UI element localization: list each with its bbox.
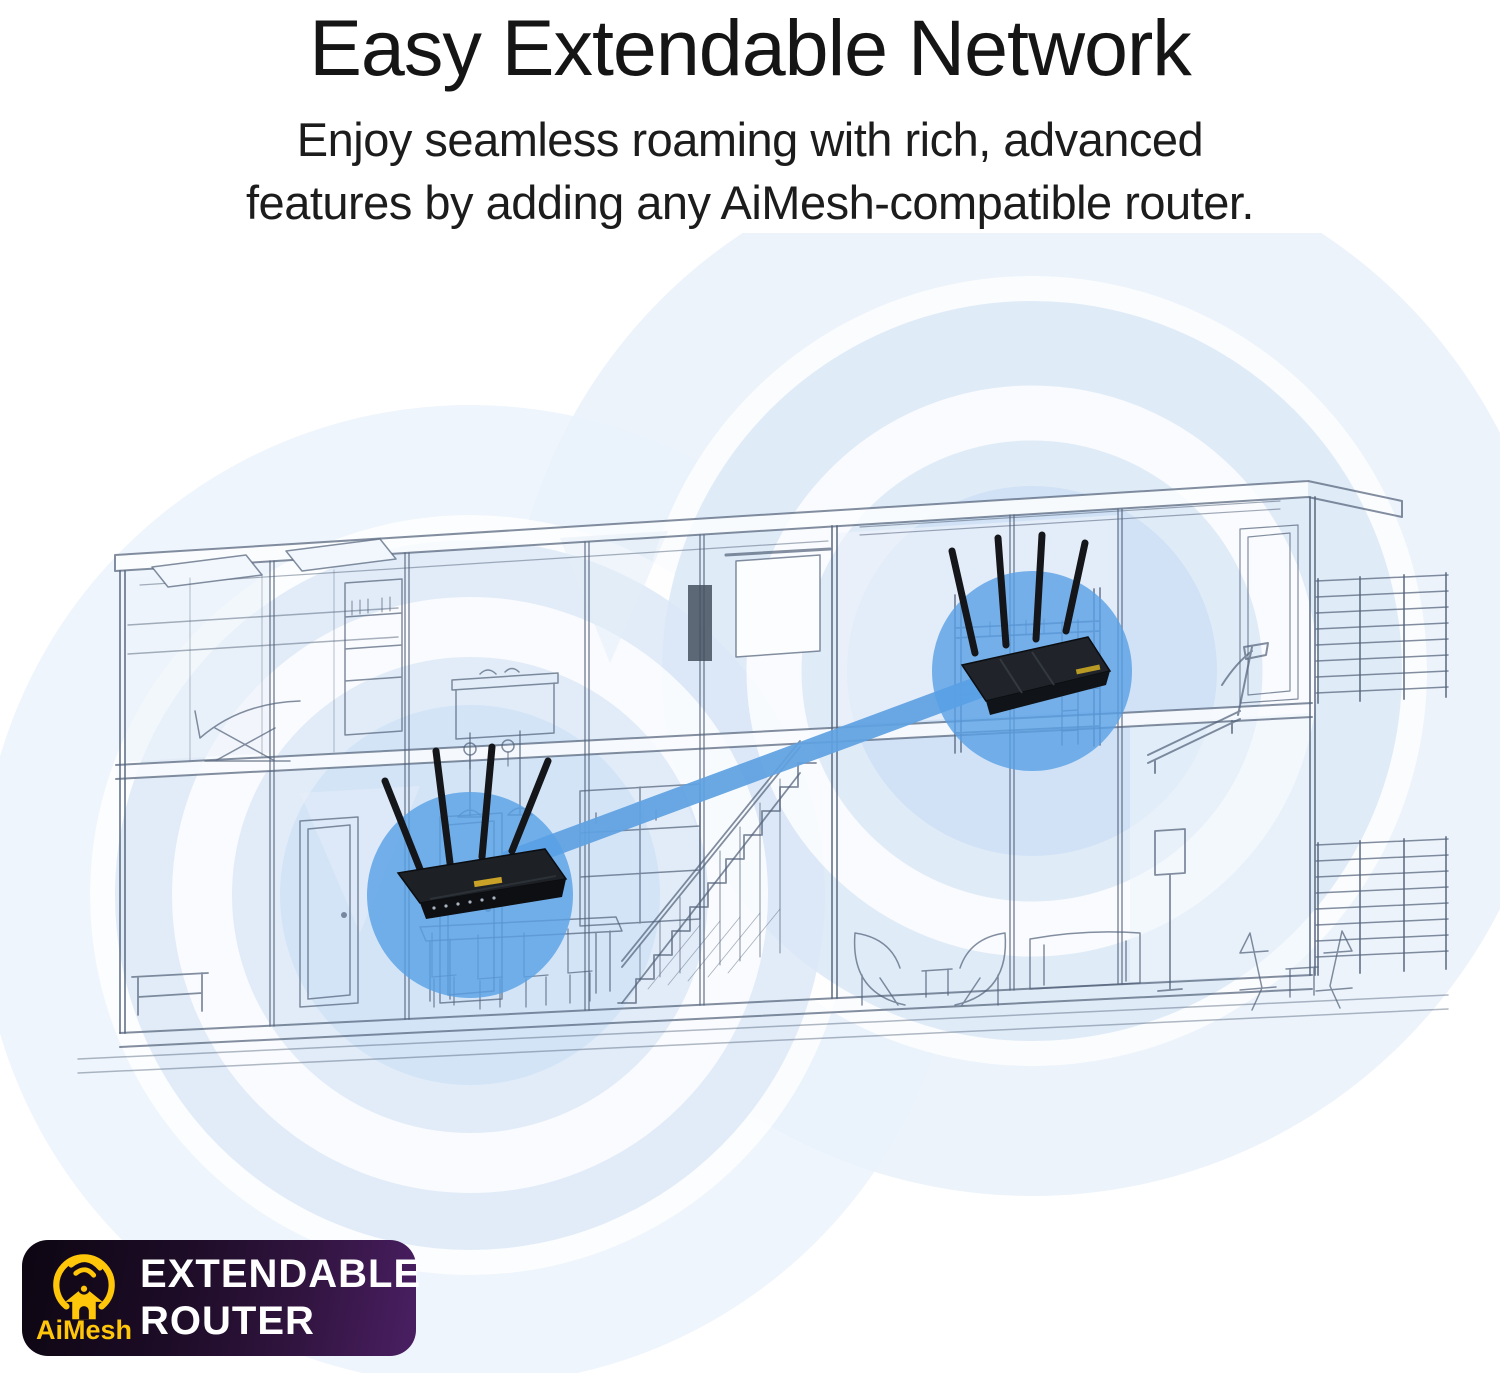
badge-label-line1: EXTENDABLE [140,1252,422,1296]
asus-router-node-icon [948,531,1112,715]
balcony-fences [1315,572,1449,976]
house-mesh-illustration [0,233,1500,1373]
badge-labels: EXTENDABLE ROUTER [140,1251,421,1345]
upper-floor-furniture [127,524,1299,774]
asus-router-primary-icon [381,743,568,919]
subtitle: Enjoy seamless roaming with rich, advanc… [0,108,1500,234]
aimesh-extendable-router-badge: AiMesh EXTENDABLE ROUTER [22,1240,420,1356]
lower-floor-furniture [131,730,1353,1016]
subtitle-line-2: features by adding any AiMesh-compatible… [246,176,1254,229]
page-title: Easy Extendable Network [309,3,1192,92]
aimesh-logo: AiMesh [36,1250,132,1346]
badge-label-line2: ROUTER [140,1299,315,1343]
wifi-backhaul-beam [501,674,989,874]
aimesh-logo-text: AiMesh [36,1315,133,1345]
aimesh-house-wifi-icon [53,1254,115,1320]
subtitle-line-1: Enjoy seamless roaming with rich, advanc… [296,113,1204,166]
